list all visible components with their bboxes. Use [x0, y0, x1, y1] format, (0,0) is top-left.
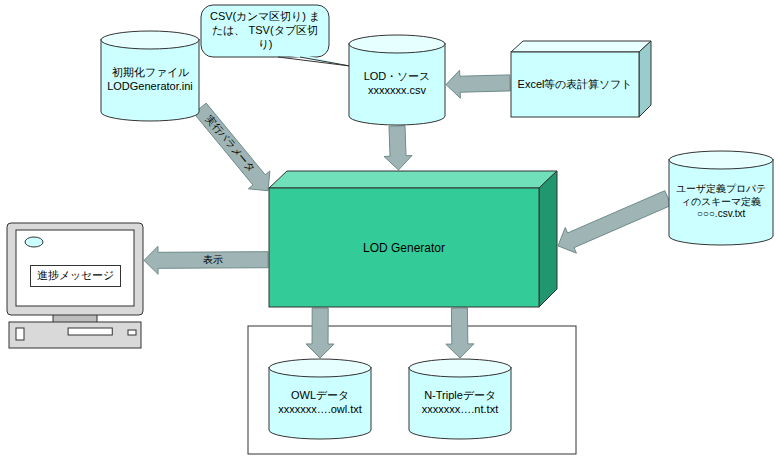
monitor-screen	[16, 230, 134, 306]
box-front-face	[269, 188, 539, 307]
bubble-tail-fill	[278, 54, 350, 66]
power-button	[16, 328, 24, 340]
node-text: ○○○.csv.txt	[697, 208, 746, 221]
block-arrow	[384, 126, 412, 170]
node-text: LOD・ソース	[364, 70, 431, 84]
block-arrow	[306, 308, 334, 358]
cylinder-body	[349, 43, 445, 125]
data-store-cylinder: LOD・ソースxxxxxxx.csv	[348, 34, 446, 126]
output-group-frame	[248, 326, 576, 454]
block-arrow	[446, 70, 510, 98]
cylinder-body	[409, 367, 511, 439]
node-text: xxxxxxx.csv	[368, 84, 426, 98]
node-text: xxxxxxx….owl.txt	[278, 403, 362, 417]
bubble-tail	[278, 57, 350, 66]
cylinder-body	[669, 159, 773, 245]
block-arrow	[144, 246, 268, 274]
data-store-cylinder: OWLデータxxxxxxx….owl.txt	[268, 358, 372, 440]
computer-terminal: 進捗メッセージ	[6, 222, 144, 350]
screen-icon	[25, 237, 43, 247]
node-text: Excel等の表計算ソフト	[518, 78, 633, 92]
block-arrow	[558, 191, 671, 253]
node-text: CSV(カンマ区切り) または、 TSV(タブ区切り)	[208, 10, 322, 51]
node-text: LODGenerator.ini	[107, 80, 193, 94]
cylinder-body	[269, 367, 371, 439]
node-text: xxxxxxx….nt.txt	[422, 403, 498, 417]
box-side-face	[539, 171, 557, 307]
box-front-face	[511, 52, 639, 117]
indicator-lamp	[128, 330, 136, 335]
edge-label: 実行パラメータ	[201, 112, 257, 177]
node-text: OWLデータ	[291, 389, 349, 403]
box-top-face	[269, 171, 557, 188]
node-text: ユーザ定義プロパティのスキーマ定義	[674, 183, 768, 208]
node-text: 初期化ファイル	[112, 66, 189, 80]
node-text: 進捗メッセージ	[30, 265, 121, 287]
data-store-cylinder: ユーザ定義プロパティのスキーマ定義○○○.csv.txt	[668, 150, 774, 246]
cylinder-top	[669, 151, 773, 169]
callout-bubble: CSV(カンマ区切り) または、 TSV(タブ区切り)	[200, 4, 330, 58]
computer-base	[9, 322, 141, 348]
monitor-bezel	[7, 223, 143, 315]
cylinder-top	[101, 31, 199, 49]
data-store-cylinder: 初期化ファイルLODGenerator.ini	[100, 30, 200, 122]
cylinder-top	[349, 35, 445, 53]
data-store-cylinder: N-Tripleデータxxxxxxx….nt.txt	[408, 358, 512, 440]
box-side-face	[639, 41, 651, 117]
drive-slot	[68, 328, 112, 335]
cylinder-body	[101, 39, 199, 121]
cylinder-top	[409, 359, 511, 377]
shape-outline	[268, 170, 558, 308]
node-text: LOD Generator	[363, 241, 445, 256]
node-text: N-Tripleデータ	[424, 389, 496, 403]
edge-label: 表示	[201, 254, 225, 266]
cylinder-top	[269, 359, 371, 377]
box-top-face	[511, 41, 651, 52]
block-arrow	[446, 308, 474, 358]
bubble-body	[201, 5, 329, 57]
block-arrow	[194, 103, 270, 191]
process-box: LOD Generator	[268, 170, 558, 308]
process-box: Excel等の表計算ソフト	[510, 40, 652, 118]
